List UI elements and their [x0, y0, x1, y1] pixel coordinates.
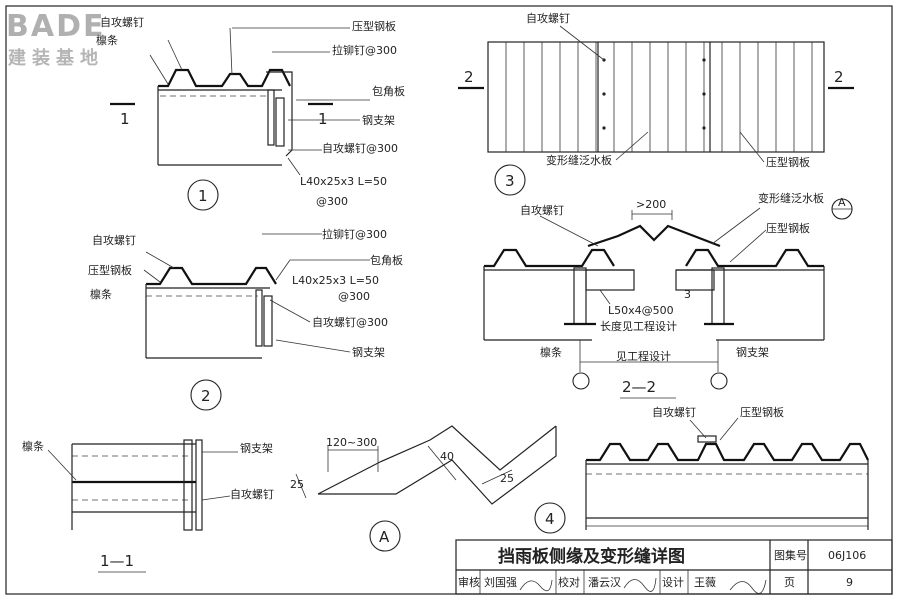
label-purlin-3: 檩条 [22, 439, 44, 453]
label-angle-spacing-2: @300 [338, 290, 370, 303]
checker-signature [623, 577, 657, 592]
title-block-check-label: 校对 [558, 575, 580, 589]
label-angle-spacing: @300 [316, 195, 348, 208]
right-plate-2-2 [685, 248, 824, 268]
section-mark-1-right: 1 [318, 110, 328, 128]
title-block-title: 挡雨板侧缘及变形缝详图 [498, 546, 685, 567]
watermark-brand: BADE [6, 9, 105, 44]
reviewer-signature [519, 579, 553, 592]
label-pressed-steel-plate-6: 压型钢板 [740, 405, 784, 419]
detail-number-4: 4 [545, 510, 555, 528]
section-mark-2-right: 2 [834, 68, 844, 86]
label-slope-3: 3 [684, 288, 691, 301]
label-purlin-2: 檩条 [90, 287, 112, 301]
sheet-border [5, 5, 893, 595]
detail-3: 自攻螺钉 变形缝泛水板 压型钢板 2 2 3 [458, 11, 854, 196]
plate-profile-a [317, 425, 557, 505]
section-mark-2-left: 2 [464, 68, 474, 86]
dim-25-right: 25 [500, 472, 514, 485]
title-block-checker: 潘云汉 [588, 576, 621, 589]
label-angle-l50: L50x4@500 [608, 304, 674, 317]
detail-2: 自攻螺钉 压型钢板 檩条 拉铆钉@300 包角板 L40x25x3 L=50 @… [88, 227, 403, 411]
section-1-1: 檩条 钢支架 自攻螺钉 1—1 [22, 439, 274, 573]
detail-number-2: 2 [201, 387, 211, 405]
detail-number-1: 1 [198, 187, 208, 205]
title-block-reviewer: 刘国强 [484, 576, 517, 589]
label-angle-spec-2: L40x25x3 L=50 [292, 274, 379, 287]
watermark-sub: 建装基地 [8, 47, 104, 69]
label-rivet: 拉铆钉@300 [332, 43, 397, 57]
section-label-2-2: 2—2 [622, 378, 656, 396]
dim-120-300: 120~300 [326, 436, 377, 449]
title-block-atlas-no: 06J106 [828, 549, 866, 562]
label-purlin: 檩条 [96, 33, 118, 47]
detail-4: 自攻螺钉 压型钢板 4 [534, 405, 869, 534]
section-2-2: >200 自攻螺钉 变形缝泛水板 压型钢板 L50x4@500 长度见工程设计 … [483, 191, 853, 399]
title-block-review-label: 审核 [458, 575, 480, 589]
label-length-note: 长度见工程设计 [600, 319, 677, 333]
steel-plate-profile-4 [586, 442, 869, 462]
detail-number-3: 3 [505, 172, 515, 190]
label-self-tapping-screw-4: 自攻螺钉 [526, 11, 570, 25]
label-pressed-steel-plate-5: 压型钢板 [766, 221, 810, 235]
title-block-page-no: 9 [846, 576, 853, 589]
title-block: 挡雨板侧缘及变形缝详图 图集号 06J106 审核 刘国强 校对 潘云汉 设计 … [455, 539, 893, 595]
detail-1: 自攻螺钉 檩条 压型钢板 拉铆钉@300 包角板 钢支架 自攻螺钉@300 L4… [96, 15, 405, 211]
label-rivet-2: 拉铆钉@300 [322, 227, 387, 241]
label-corner-plate-2: 包角板 [370, 253, 403, 267]
dim-25-left: 25 [290, 478, 304, 491]
title-block-designer: 王薇 [694, 576, 716, 589]
label-purlin-5: 檩条 [540, 345, 562, 359]
title-block-page-label: 页 [784, 576, 795, 589]
steel-plate-profile [158, 68, 291, 88]
label-pressed-steel-plate: 压型钢板 [352, 19, 396, 33]
label-steel-bracket-3: 钢支架 [240, 442, 273, 455]
label-pressed-steel-plate-4: 压型钢板 [766, 155, 810, 169]
section-mark-1-left: 1 [120, 110, 130, 128]
expansion-flashing-plate [587, 224, 721, 248]
label-self-tapping-screw-5: 自攻螺钉 [520, 203, 564, 217]
dim-200: >200 [636, 198, 666, 211]
designer-signature [729, 579, 767, 594]
label-steel-bracket-5: 钢支架 [736, 346, 769, 359]
label-steel-bracket: 钢支架 [362, 114, 395, 127]
label-self-tapping-screw-300: 自攻螺钉@300 [322, 141, 398, 155]
label-steel-bracket-2: 钢支架 [352, 346, 385, 359]
label-expansion-flashing-2: 变形缝泛水板 [758, 191, 824, 205]
section-label-1-1: 1—1 [100, 552, 134, 570]
title-block-atlas-label: 图集号 [774, 548, 807, 562]
label-self-tapping-screw-6: 自攻螺钉 [652, 405, 696, 419]
title-block-design-label: 设计 [662, 576, 684, 589]
left-plate-2-2 [484, 248, 615, 268]
ref-mark-a: A [838, 196, 846, 209]
detail-a: 120~300 40 25 25 A [290, 425, 557, 552]
steel-plate-profile-2 [146, 266, 277, 286]
label-expansion-flashing: 变形缝泛水板 [546, 153, 612, 167]
label-self-tapping-screw-3: 自攻螺钉 [230, 487, 274, 501]
label-angle-spec: L40x25x3 L=50 [300, 175, 387, 188]
label-see-design: 见工程设计 [616, 350, 671, 363]
label-self-tapping-screw-2: 自攻螺钉 [92, 233, 136, 247]
detail-letter-a: A [379, 528, 390, 546]
label-self-tapping-screw: 自攻螺钉 [100, 15, 144, 29]
label-pressed-steel-plate-2: 压型钢板 [88, 263, 132, 277]
label-corner-plate: 包角板 [372, 84, 405, 98]
dim-40: 40 [440, 450, 454, 463]
label-self-tapping-screw-300-2: 自攻螺钉@300 [312, 315, 388, 329]
